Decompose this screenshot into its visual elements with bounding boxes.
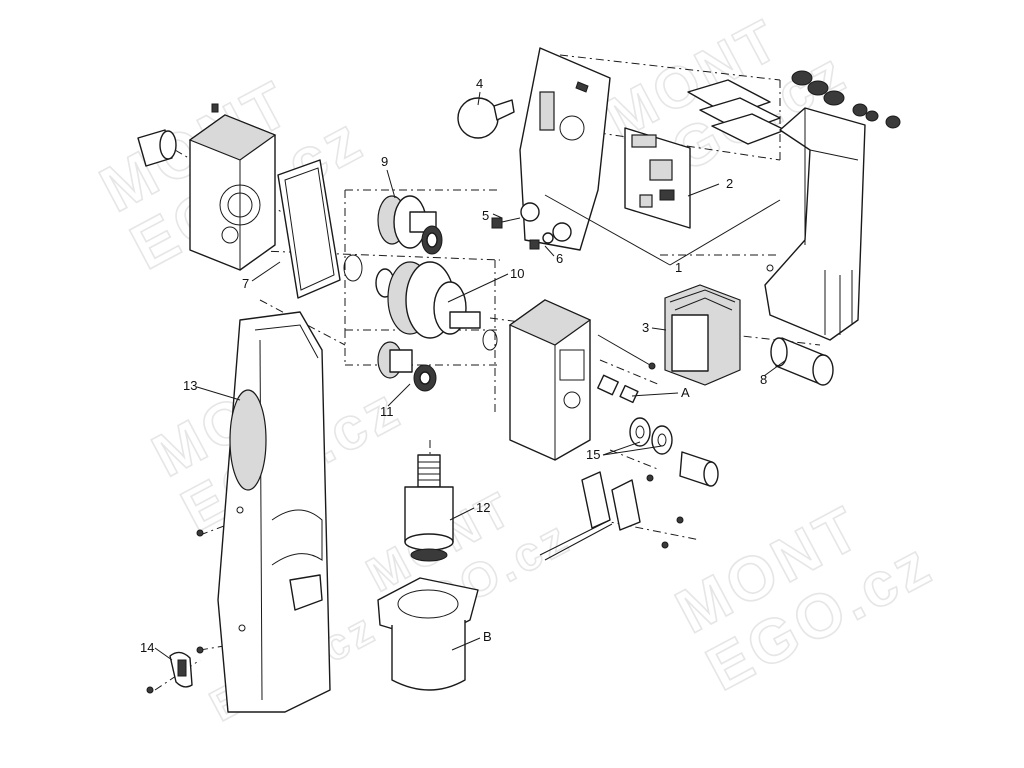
part-10-gear-assembly	[375, 261, 498, 351]
o-ring-left	[343, 254, 363, 282]
callout-4: 4	[476, 76, 483, 91]
callout-9: 9	[381, 154, 388, 169]
part-2-control-board	[624, 127, 691, 229]
part-6-screw	[529, 232, 554, 250]
part-11-small-gear	[377, 341, 437, 392]
part-5-screw	[491, 217, 521, 229]
limit-switch-bracket	[539, 471, 684, 561]
callout-3: 3	[642, 320, 649, 335]
chassis-frame	[764, 107, 866, 341]
capacitor-cylinder-small	[679, 451, 719, 487]
part-13-cover	[217, 311, 331, 713]
callout-7: 7	[242, 276, 249, 291]
part-1-mounting-plate	[519, 47, 611, 251]
grommets	[791, 70, 901, 129]
part-9-gear-shaft	[377, 195, 443, 255]
part-7-gasket	[277, 159, 341, 299]
long-bolt	[597, 334, 656, 370]
callout-6: 6	[556, 251, 563, 266]
gearbox-housing	[508, 299, 592, 461]
part-3-transformer	[664, 284, 741, 386]
callout-11: 11	[380, 404, 394, 419]
part-a-switch	[597, 374, 639, 404]
callout-2: 2	[726, 176, 733, 191]
callout-13: 13	[183, 378, 197, 393]
part-4-lamp	[457, 97, 515, 139]
callout-12: 12	[476, 500, 490, 515]
part-12-rotor	[404, 454, 454, 562]
part-7-gear-housing	[188, 103, 277, 271]
callout-10: 10	[510, 266, 524, 281]
part-15-bearing-plates	[629, 417, 673, 455]
callout-b: B	[483, 629, 492, 644]
screws-13	[146, 529, 204, 694]
leader-lines	[154, 91, 787, 661]
callout-8: 8	[760, 372, 767, 387]
callout-a: A	[681, 385, 690, 400]
part-b-stator	[377, 577, 479, 691]
bushing-sleeve	[137, 129, 177, 167]
callout-5: 5	[482, 208, 489, 223]
watermark-bottom-right: MONT EGO.cz	[665, 492, 945, 705]
callout-15: 15	[586, 447, 600, 462]
part-14-key	[169, 651, 193, 688]
part-8-capacitor	[770, 337, 834, 386]
callout-1: 1	[675, 260, 682, 275]
callout-14: 14	[140, 640, 154, 655]
